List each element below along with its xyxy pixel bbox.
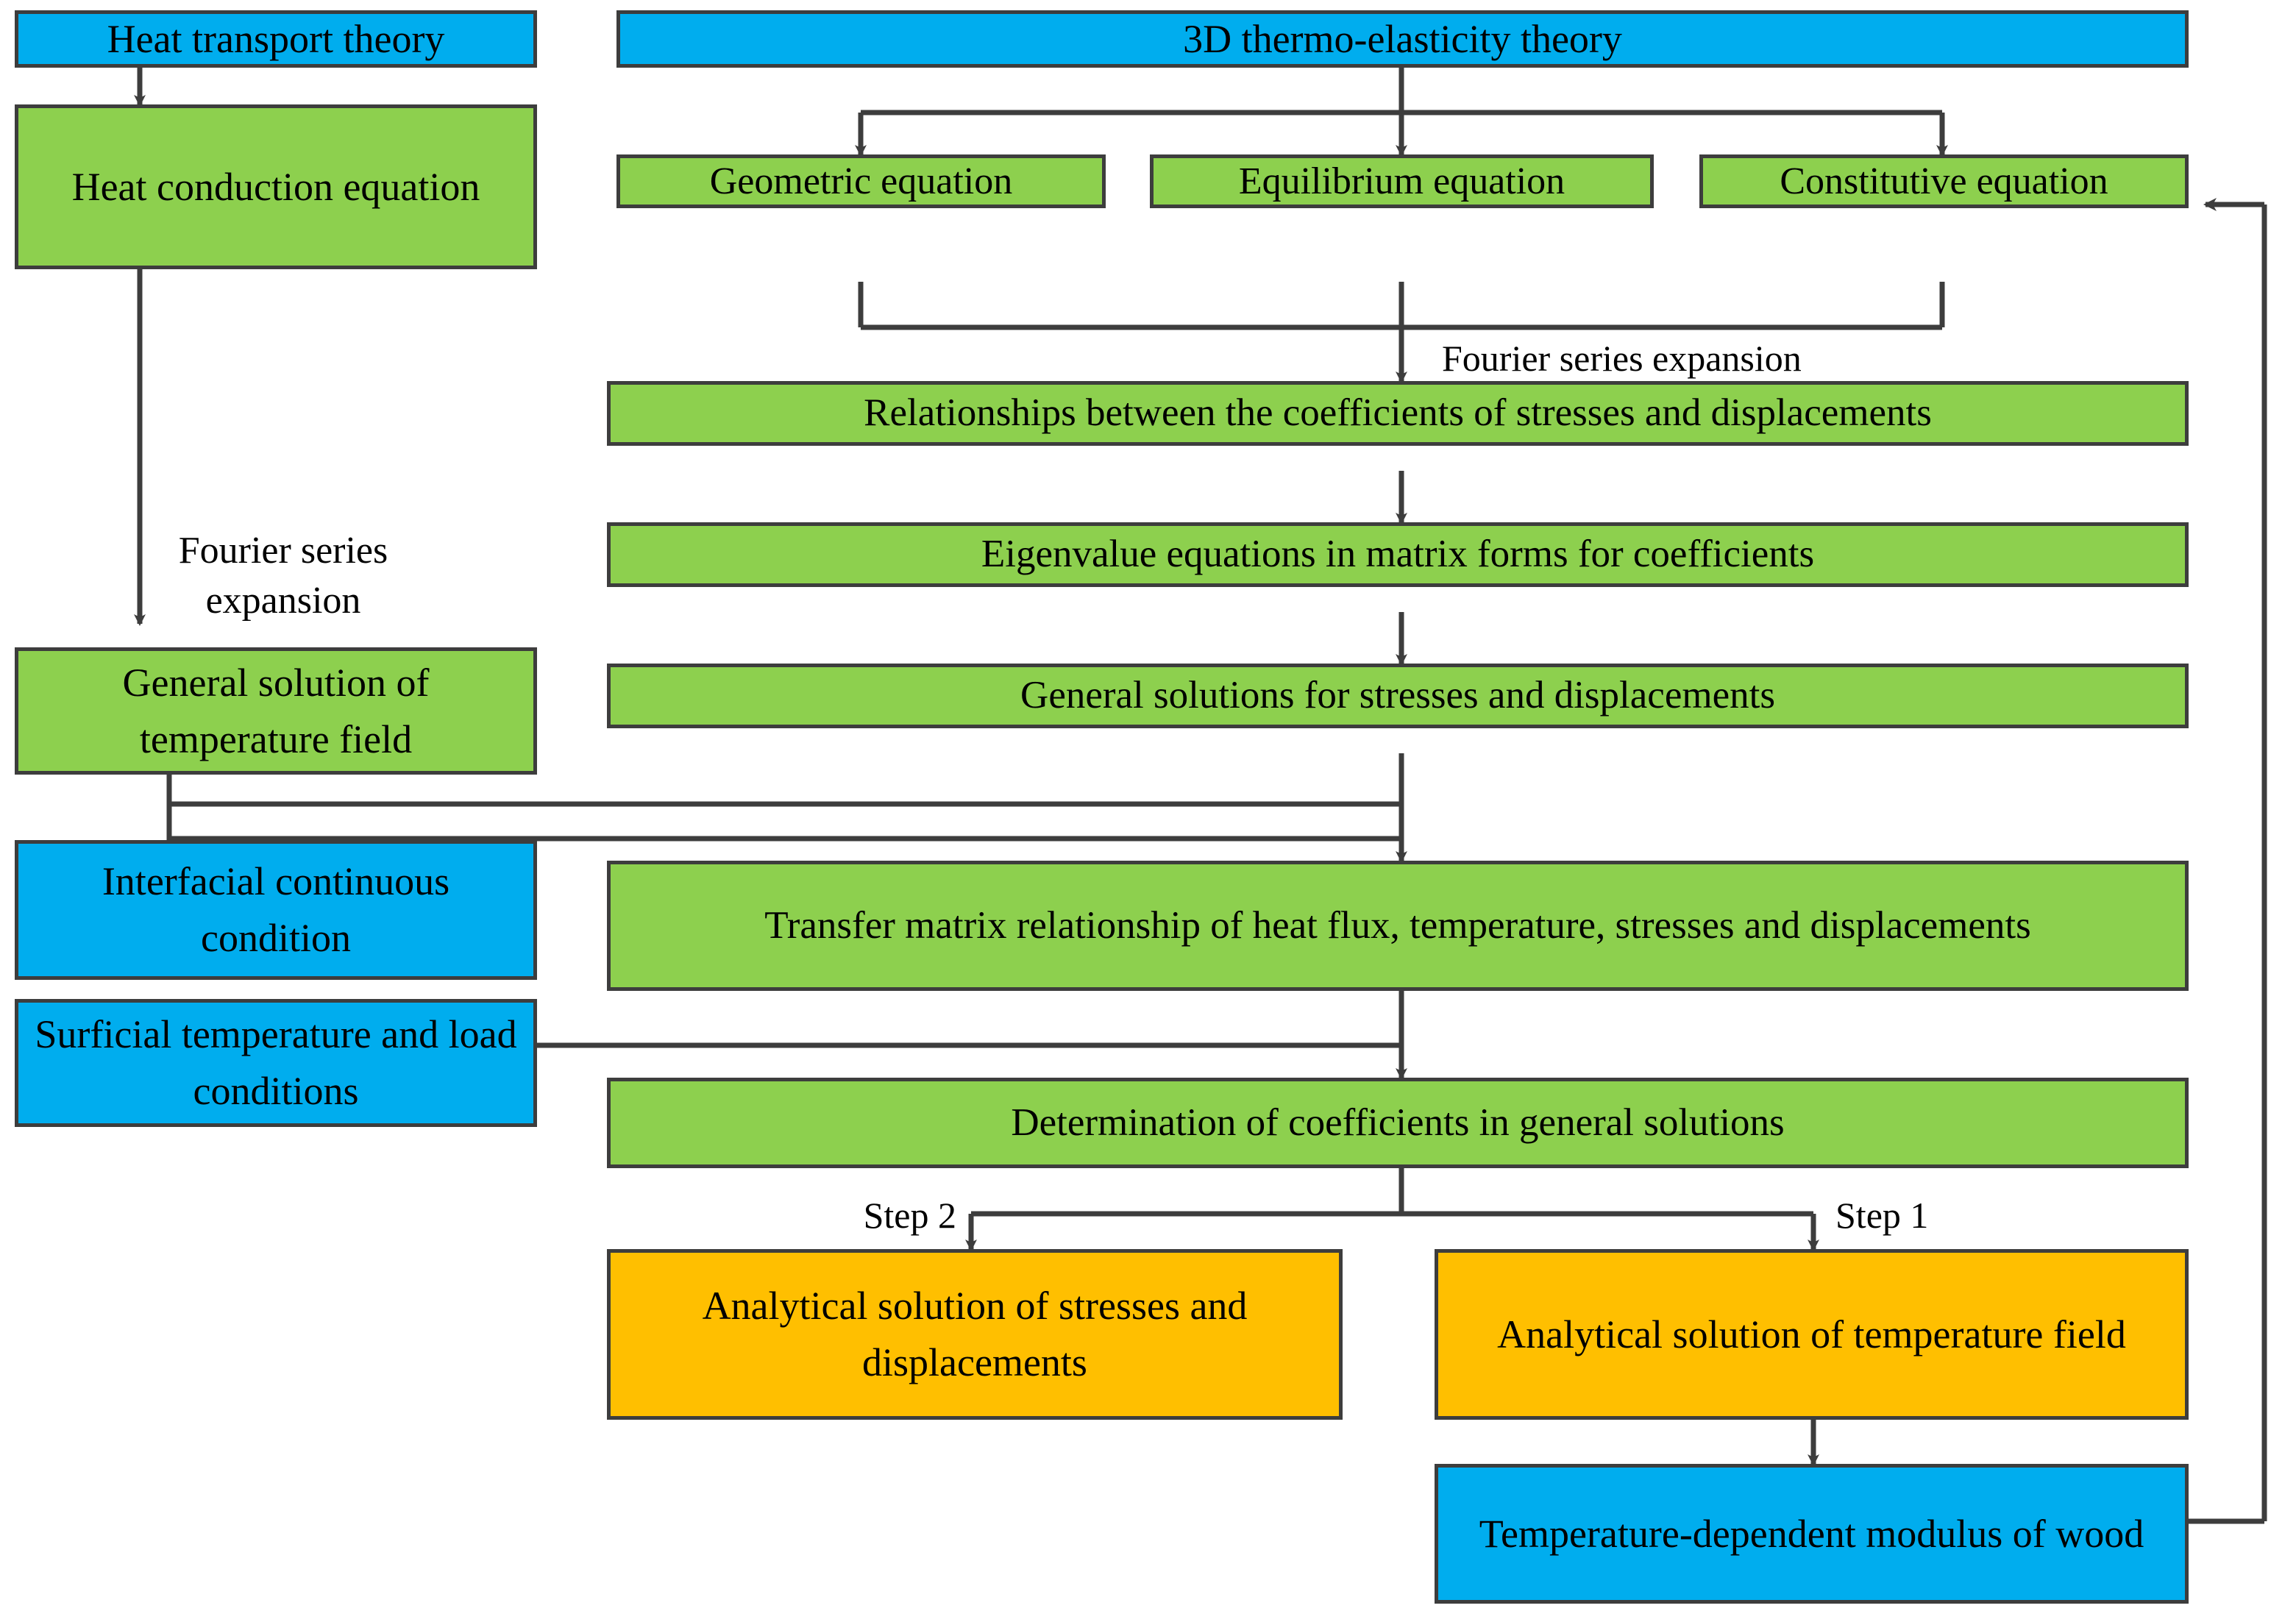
node-label: Surficial temperature and load condition… [35, 1012, 517, 1113]
node-label: Heat transport theory [107, 16, 445, 61]
node-eigenvalue-equations[interactable]: Eigenvalue equations in matrix forms for… [607, 522, 2189, 587]
node-label: Relationships between the coefficients o… [864, 391, 1932, 435]
node-label: 3D thermo-elasticity theory [1183, 16, 1622, 61]
node-label: Temperature-dependent modulus of wood [1479, 1511, 2144, 1556]
node-analytical-solution-temperature[interactable]: Analytical solution of temperature field [1435, 1249, 2189, 1420]
node-geometric-equation[interactable]: Geometric equation [616, 154, 1106, 208]
node-temperature-dependent-modulus[interactable]: Temperature-dependent modulus of wood [1435, 1464, 2189, 1604]
node-label: Analytical solution of stresses and disp… [702, 1284, 1248, 1384]
node-determination-of-coefficients[interactable]: Determination of coefficients in general… [607, 1078, 2189, 1168]
node-general-solution-temperature-field[interactable]: General solution of temperature field [15, 647, 537, 775]
node-constitutive-equation[interactable]: Constitutive equation [1699, 154, 2189, 208]
node-label: Determination of coefficients in general… [1011, 1100, 1785, 1144]
node-surficial-temperature-load[interactable]: Surficial temperature and load condition… [15, 999, 537, 1127]
edge-label-fourier-left: Fourier series expansion [178, 530, 388, 622]
edge-label-fourier-right: Fourier series expansion [1442, 338, 1802, 379]
node-label: General solutions for stresses and displ… [1020, 674, 1775, 717]
node-transfer-matrix-relationship[interactable]: Transfer matrix relationship of heat flu… [607, 861, 2189, 991]
node-label: Geometric equation [709, 160, 1013, 202]
node-heat-transport-theory[interactable]: Heat transport theory [15, 10, 537, 68]
edge-label-step2: Step 2 [863, 1195, 956, 1236]
node-general-solutions-stresses[interactable]: General solutions for stresses and displ… [607, 664, 2189, 728]
node-analytical-solution-stresses[interactable]: Analytical solution of stresses and disp… [607, 1249, 1343, 1420]
node-equilibrium-equation[interactable]: Equilibrium equation [1150, 154, 1654, 208]
node-label: Heat conduction equation [71, 164, 480, 209]
node-label: Analytical solution of temperature field [1497, 1312, 2126, 1356]
edge-label-step1: Step 1 [1835, 1195, 1929, 1236]
node-label: Interfacial continuous condition [102, 859, 450, 960]
node-interfacial-continuous-condition[interactable]: Interfacial continuous condition [15, 840, 537, 980]
node-label: Equilibrium equation [1238, 160, 1565, 202]
node-heat-conduction-equation[interactable]: Heat conduction equation [15, 104, 537, 269]
node-relationships-coefficients[interactable]: Relationships between the coefficients o… [607, 381, 2189, 446]
node-label: General solution of temperature field [122, 660, 430, 761]
node-label: Eigenvalue equations in matrix forms for… [981, 533, 1815, 576]
node-thermo-elasticity-theory[interactable]: 3D thermo-elasticity theory [616, 10, 2189, 68]
node-label: Transfer matrix relationship of heat flu… [764, 903, 2031, 947]
node-label: Constitutive equation [1780, 160, 2108, 202]
